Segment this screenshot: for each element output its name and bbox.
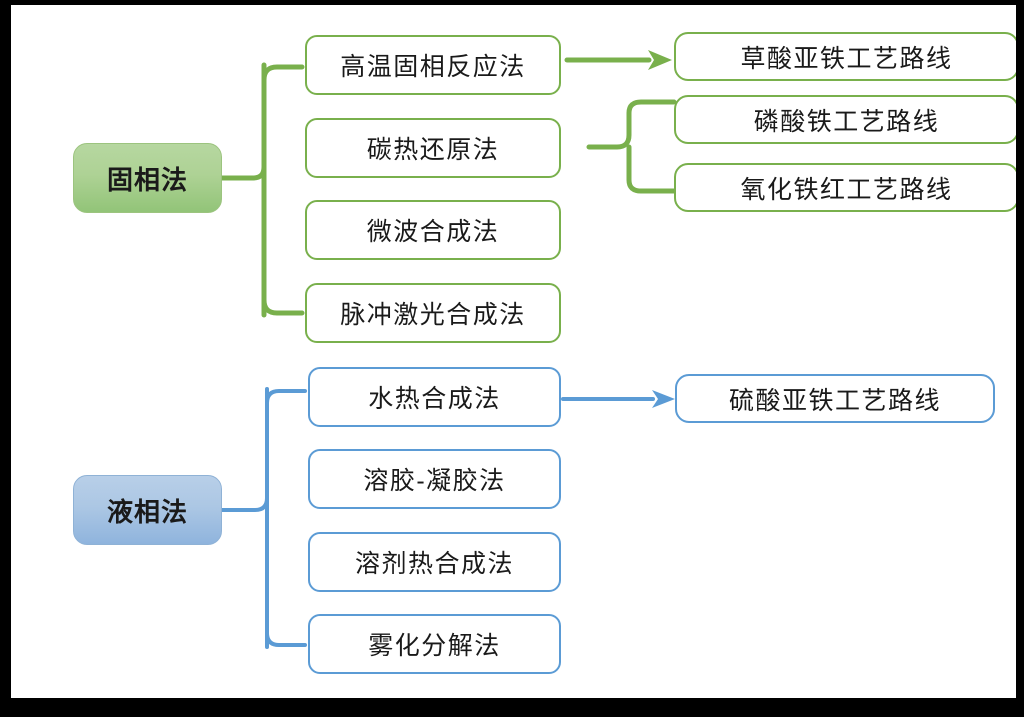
route-node-ferrous-oxalate-label: 草酸亚铁工艺路线 bbox=[740, 44, 953, 73]
method-node-atomization-decomposition[interactable]: 雾化分解法 bbox=[308, 614, 561, 674]
route-node-ferrous-oxalate[interactable]: 草酸亚铁工艺路线 bbox=[674, 32, 1016, 81]
root-node-liquid-phase[interactable]: 液相法 bbox=[73, 475, 222, 545]
method-node-carbothermal-reduction[interactable]: 碳热还原法 bbox=[305, 118, 561, 178]
method-node-high-temp-solid-state[interactable]: 高温固相反应法 bbox=[305, 35, 561, 95]
green-arrow-connector bbox=[564, 50, 672, 70]
method-node-high-temp-solid-state-label: 高温固相反应法 bbox=[340, 53, 526, 81]
method-node-hydrothermal-synthesis-label: 水热合成法 bbox=[368, 385, 501, 413]
green-route-brace bbox=[586, 99, 677, 194]
blue-arrow-connector bbox=[561, 390, 675, 408]
root-node-solid-phase[interactable]: 固相法 bbox=[73, 143, 222, 213]
method-node-solvothermal-synthesis[interactable]: 溶剂热合成法 bbox=[308, 532, 561, 592]
method-node-microwave-synthesis[interactable]: 微波合成法 bbox=[305, 200, 561, 260]
method-node-microwave-synthesis-label: 微波合成法 bbox=[366, 218, 500, 246]
blue-root-brace bbox=[220, 387, 307, 649]
root-node-liquid-phase-label: 液相法 bbox=[106, 496, 188, 527]
method-node-pulsed-laser-synthesis[interactable]: 脉冲激光合成法 bbox=[305, 283, 561, 343]
route-node-ferrous-sulfate-label: 硫酸亚铁工艺路线 bbox=[728, 386, 941, 415]
route-node-iron-phosphate[interactable]: 磷酸铁工艺路线 bbox=[674, 95, 1016, 144]
route-node-iron-phosphate-label: 磷酸铁工艺路线 bbox=[753, 107, 940, 136]
method-node-carbothermal-reduction-label: 碳热还原法 bbox=[366, 136, 500, 164]
diagram-canvas: 固相法 高温固相反应法 碳热还原法 微波合成法 脉冲激光合成法 草酸亚铁工艺路线… bbox=[11, 5, 1016, 698]
route-node-iron-oxide-red[interactable]: 氧化铁红工艺路线 bbox=[674, 163, 1016, 212]
green-root-brace bbox=[219, 62, 305, 318]
method-node-sol-gel[interactable]: 溶胶-凝胶法 bbox=[308, 449, 561, 509]
route-node-ferrous-sulfate[interactable]: 硫酸亚铁工艺路线 bbox=[675, 374, 995, 423]
root-node-solid-phase-label: 固相法 bbox=[106, 164, 188, 195]
method-node-atomization-decomposition-label: 雾化分解法 bbox=[368, 632, 501, 660]
method-node-sol-gel-label: 溶胶-凝胶法 bbox=[363, 467, 506, 495]
route-node-iron-oxide-red-label: 氧化铁红工艺路线 bbox=[740, 175, 953, 204]
method-node-hydrothermal-synthesis[interactable]: 水热合成法 bbox=[308, 367, 561, 427]
method-node-pulsed-laser-synthesis-label: 脉冲激光合成法 bbox=[340, 301, 526, 329]
method-node-solvothermal-synthesis-label: 溶剂热合成法 bbox=[354, 550, 514, 578]
